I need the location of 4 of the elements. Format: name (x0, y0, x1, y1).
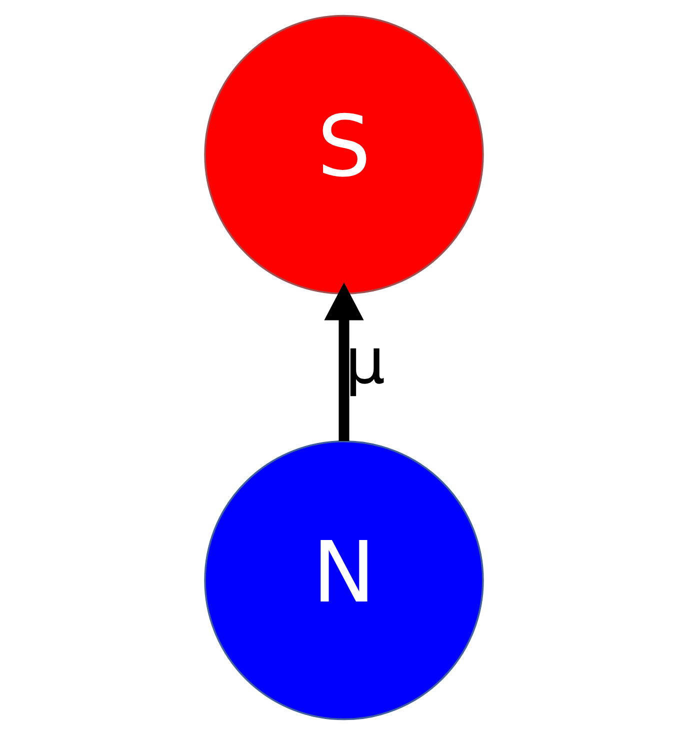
node-circle: S (204, 14, 484, 294)
node-circle: N (204, 440, 484, 720)
edge-label: μ (344, 324, 386, 398)
arrow (324, 282, 364, 441)
